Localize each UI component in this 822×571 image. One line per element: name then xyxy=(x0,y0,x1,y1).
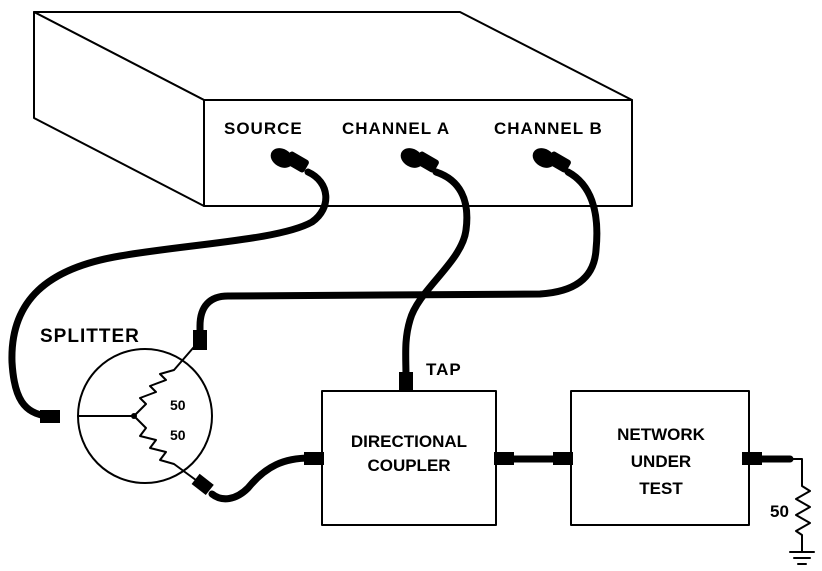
network-output-connector xyxy=(742,452,762,465)
splitter-resistor-top-icon xyxy=(133,339,201,417)
network-label-line1: NETWORK xyxy=(617,425,706,444)
termination-value: 50 xyxy=(770,502,789,521)
directional-coupler-box xyxy=(321,390,497,526)
source-to-splitter-cable xyxy=(8,168,330,420)
channel-b-to-splitter-cable xyxy=(196,168,601,340)
network-label-line2: UNDER xyxy=(631,452,691,471)
network-input-connector xyxy=(553,452,573,465)
source-connector xyxy=(270,148,309,173)
splitter-label: SPLITTER xyxy=(40,326,140,347)
source-port-label: SOURCE xyxy=(224,119,303,138)
coupler-tap-label: TAP xyxy=(426,360,462,379)
splitter-resistor-bottom-icon xyxy=(133,415,205,487)
splitter-resistor-bottom-value: 50 xyxy=(170,427,186,443)
channel-b-connector xyxy=(532,148,571,173)
termination-load xyxy=(789,458,815,565)
coupler-output-connector xyxy=(494,452,514,465)
network-under-test-box xyxy=(570,390,750,526)
splitter-resistor-top-value: 50 xyxy=(170,397,186,413)
instrument-box xyxy=(33,11,633,207)
coupler-input-connector xyxy=(304,452,324,465)
coupler-label-line1: DIRECTIONAL xyxy=(351,432,467,451)
channel-a-port-label: CHANNEL A xyxy=(342,119,450,138)
splitter-output-top-connector xyxy=(193,330,207,350)
splitter-internal-wiring xyxy=(77,339,205,487)
coupler-label-line2: COUPLER xyxy=(367,456,450,475)
splitter-to-coupler-cable xyxy=(208,454,314,503)
splitter-input-connector xyxy=(40,410,60,423)
network-label-line3: TEST xyxy=(639,479,683,498)
channel-a-connector xyxy=(400,148,439,173)
load-resistor-icon xyxy=(789,458,811,553)
coupler-tap-connector xyxy=(399,372,413,392)
channel-b-port-label: CHANNEL B xyxy=(494,119,603,138)
channel-a-to-tap-cable xyxy=(402,168,471,382)
splitter-output-bottom-connector xyxy=(191,473,214,496)
